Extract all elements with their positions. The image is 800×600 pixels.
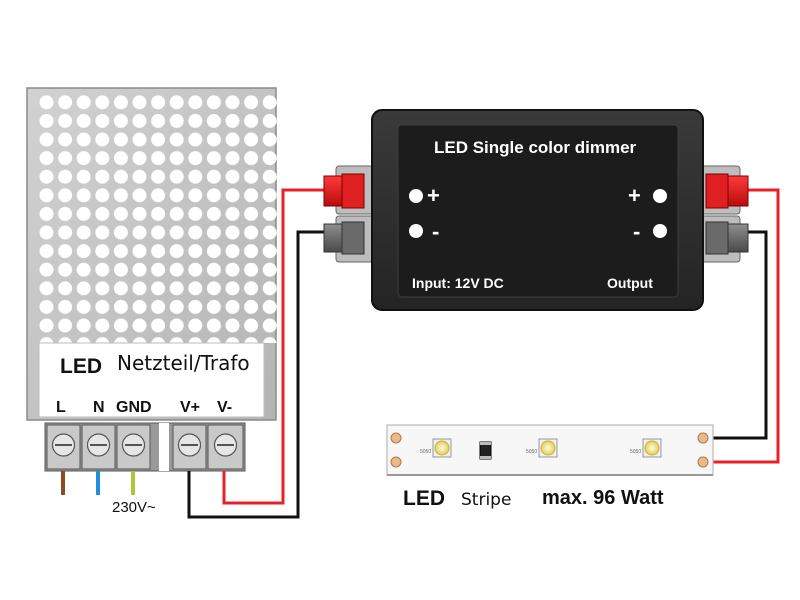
strip-led-3 [642,438,662,458]
terminal-label-vplus: V+ [180,399,201,416]
strip-pad-left-bottom [390,456,402,468]
psu-terminal-block [44,422,246,472]
dimmer-input-connectors [323,165,377,263]
terminal-label-l: L [56,399,66,416]
dimmer-input-minus-dot [409,224,423,238]
terminal-label-vminus: V- [217,399,233,416]
dimmer-face-panel [397,124,679,298]
psu-label-panel [38,342,265,418]
wire-psu-vminus-to-dimmer [187,230,326,519]
terminal-screw-vminus [207,424,244,470]
psu-name-label: Netzteil/Trafo [117,351,250,375]
strip-led-1 [432,438,452,458]
strip-led-2 [538,438,558,458]
power-supply [26,87,278,472]
strip-pad-right-bottom [697,456,709,468]
strip-brand-label: LED [403,487,445,510]
psu-perforation-grid [36,95,278,343]
terminal-label-gnd: GND [116,399,152,416]
terminal-screw-n [81,424,116,470]
strip-led-code-3: 5050 [630,449,642,455]
dimmer-input-plus-symbol: + [427,183,440,208]
terminal-screw-vplus [172,424,207,470]
dimmer-input-minus-symbol: - [432,219,440,244]
strip-resistor [479,441,492,460]
wire-dimmer-plus-to-strip [710,188,780,464]
strip-name-label: Stripe [461,490,512,510]
psu-brand-label: LED [60,355,102,378]
dimmer-title: LED Single color dimmer [434,138,637,157]
wire-dimmer-minus-to-strip [710,230,768,440]
dimmer-input-plus-dot [409,189,423,203]
dimmer-output-connectors [699,165,749,263]
terminal-screw-gnd [116,424,151,470]
led-strip [386,424,714,476]
dimmer-output-plus-dot [653,189,667,203]
strip-pad-left-top [390,432,402,444]
dimmer-output-plus-symbol: + [628,183,641,208]
mains-voltage-label: 230V~ [112,499,156,516]
strip-led-code-2: 5050 [526,449,538,455]
dimmer-unit [323,109,749,311]
strip-max-power-label: max. 96 Watt [542,487,664,509]
wire-psu-vplus-to-dimmer [222,188,326,505]
strip-led-code-1: 5050 [420,449,432,455]
dimmer-output-minus-symbol: - [633,219,641,244]
dimmer-output-label: Output [607,275,653,291]
strip-pad-right-top [697,432,709,444]
dimmer-input-label: Input: 12V DC [412,275,504,291]
terminal-label-n: N [93,399,105,416]
terminal-screw-l [46,424,81,470]
dimmer-output-minus-dot [653,224,667,238]
